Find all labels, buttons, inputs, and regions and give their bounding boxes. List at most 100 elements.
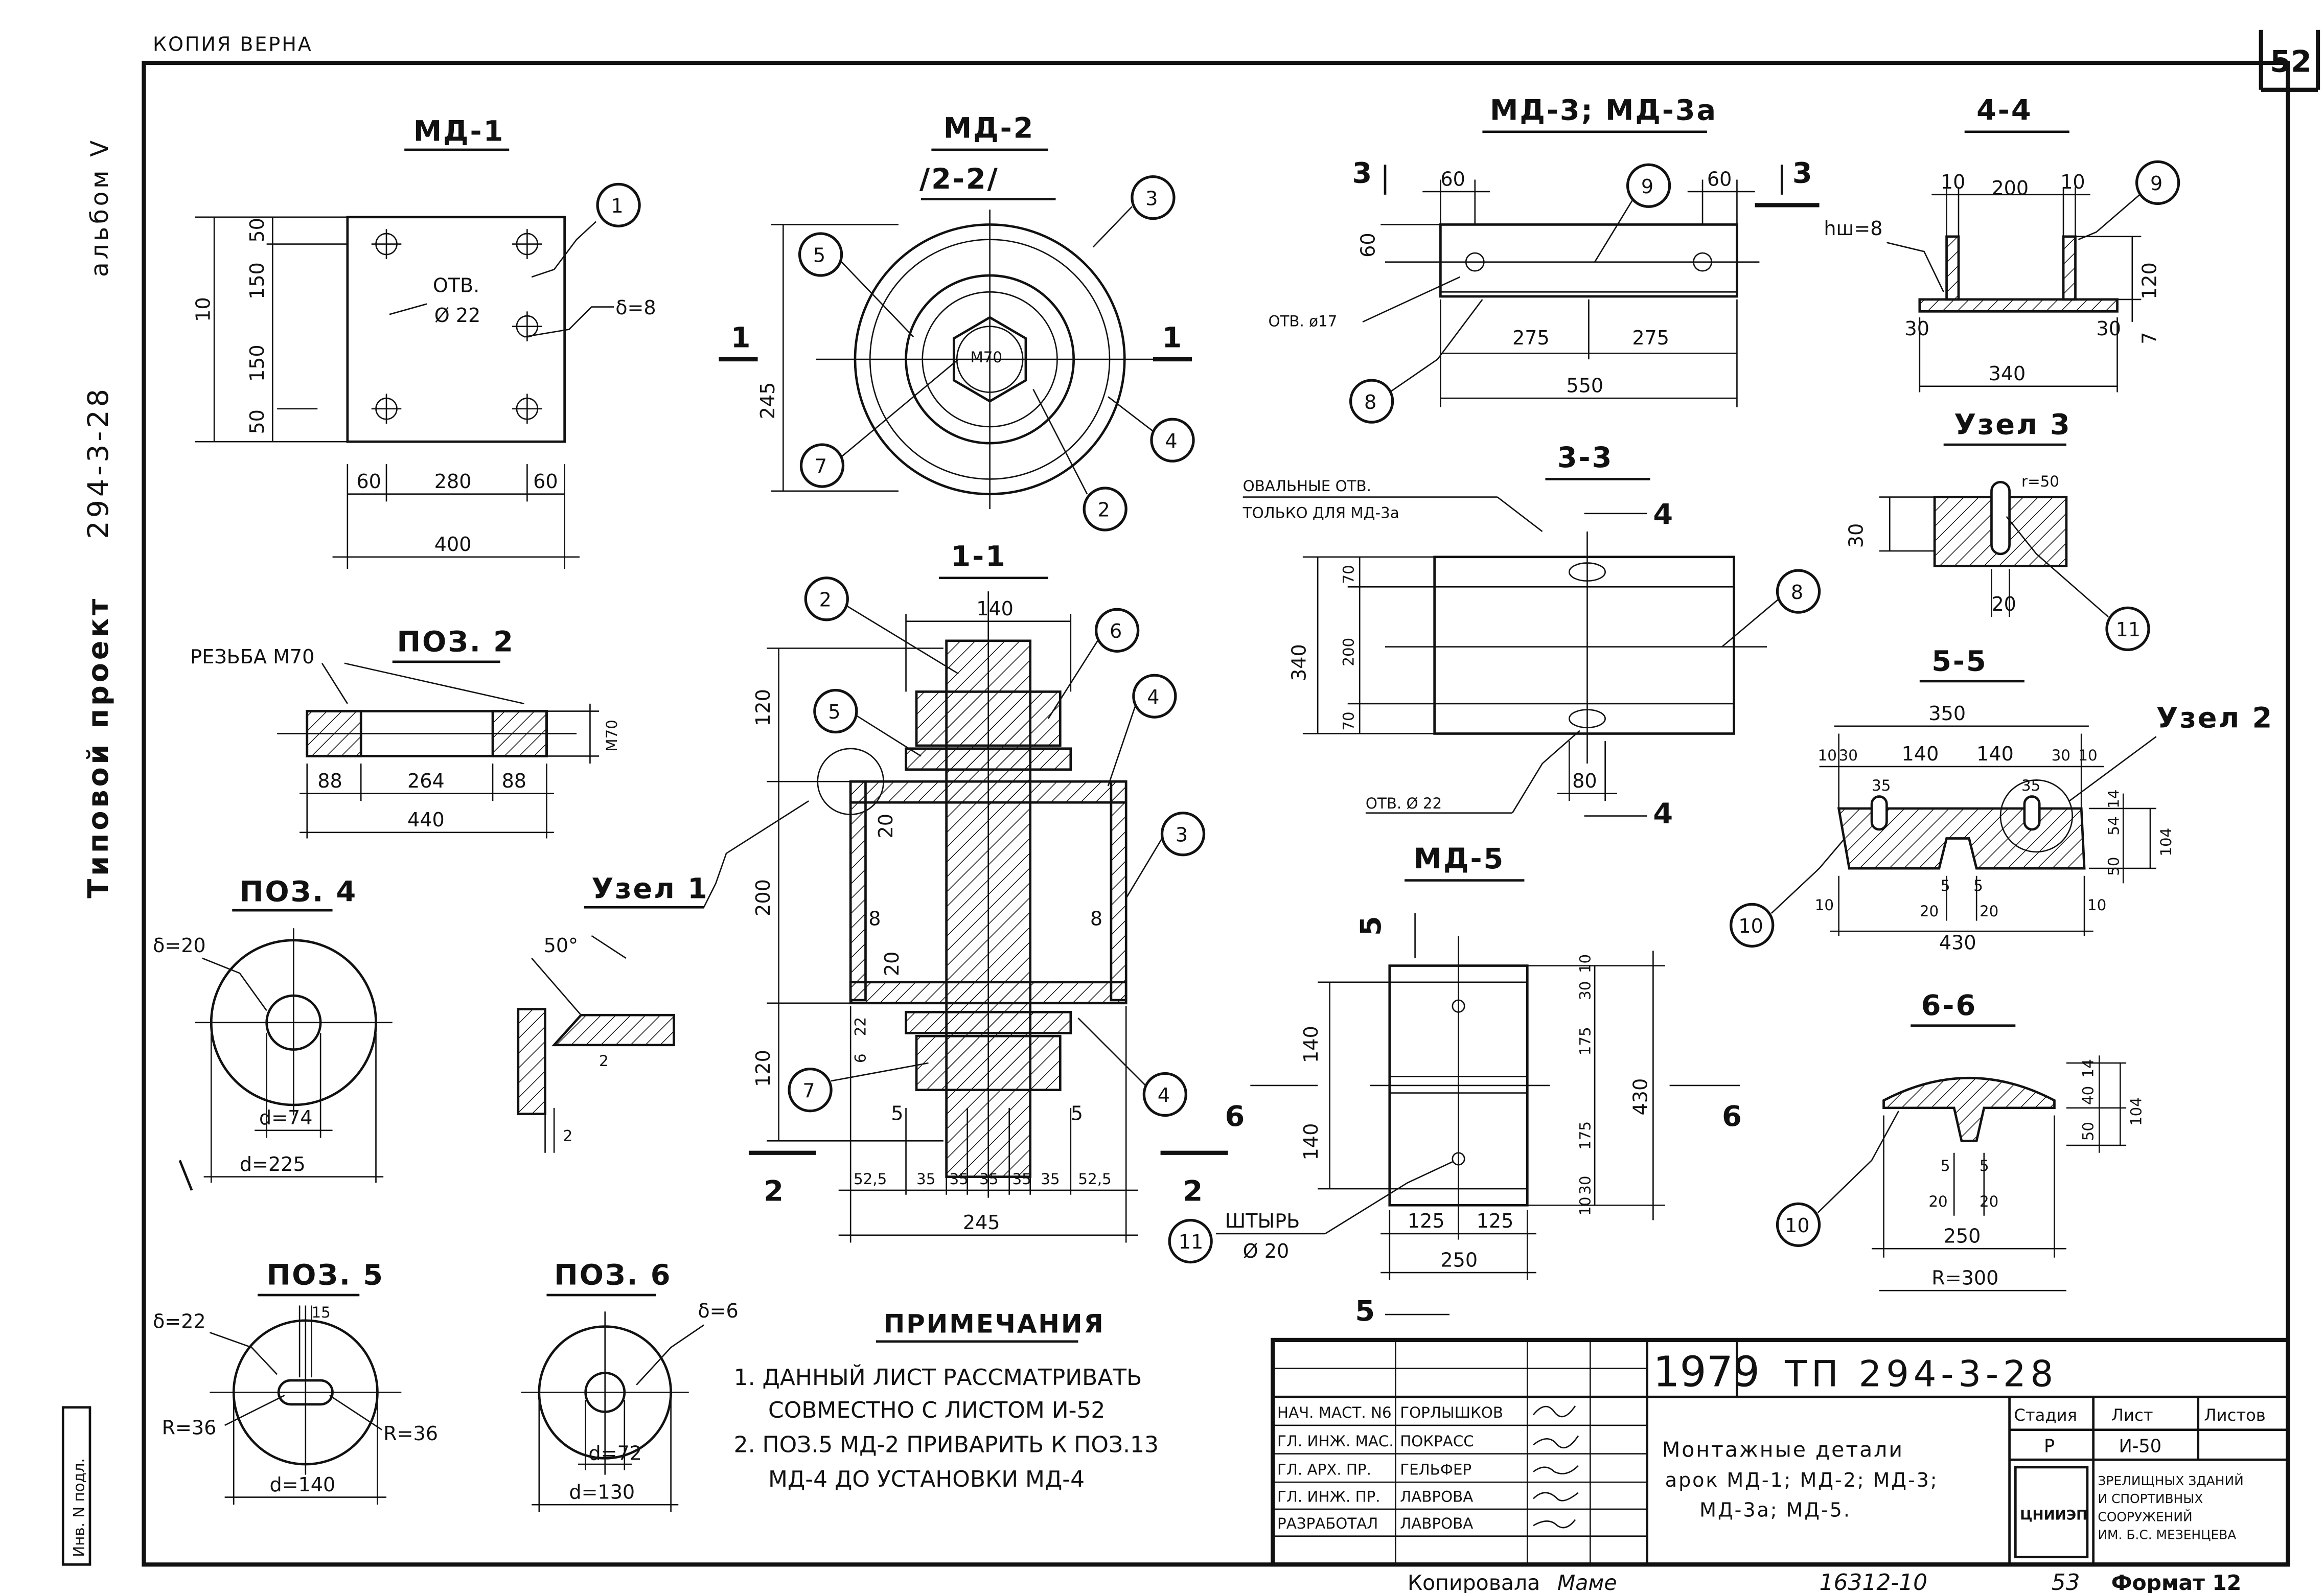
tb-org-abbr: ЦНИИЭП [2020, 1508, 2087, 1523]
md5-d175a: 175 [1576, 1027, 1594, 1055]
uzel3-title: Узел 3 [1954, 408, 2071, 442]
pos2-thread: РЕЗЬБА M70 [190, 645, 314, 668]
tb-name-1: ГОРЛЫШКОВ [1400, 1404, 1503, 1421]
s44-d340: 340 [1989, 362, 2026, 385]
s11-d5a: 5 [891, 1102, 903, 1124]
s33-d200: 200 [1340, 638, 1357, 666]
s55-d140a: 140 [1902, 743, 1939, 765]
tb-signatures [1532, 1405, 1579, 1529]
s11-title: 1-1 [951, 540, 1006, 573]
pos5-r-right: R=36 [383, 1422, 438, 1445]
view-pos-2: ПОЗ. 2 РЕЗЬБА M70 M70 88 264 88 440 [190, 625, 620, 839]
s11-callout-3: 3 [1176, 823, 1188, 846]
s55-node: Узел 2 [2156, 702, 2273, 735]
s11-d20a: 20 [875, 814, 897, 838]
s11-sec-right: 2 [1183, 1174, 1205, 1208]
md1-callout: 1 [611, 195, 623, 217]
md2-callout-2: 2 [1098, 499, 1110, 521]
pos6-d-in: d=72 [588, 1442, 642, 1464]
md2-d245: 245 [756, 382, 779, 420]
s11-callout-4a: 4 [1147, 686, 1159, 708]
s11-d22: 22 [852, 1017, 869, 1036]
md5-pin: ШТЫРЬ [1225, 1210, 1300, 1232]
s55-d35b: 35 [2021, 777, 2040, 794]
s33-callout: 8 [1791, 581, 1803, 604]
tb-role-2: ГЛ. ИНЖ. МАС. [1277, 1433, 1394, 1450]
pos2-title: ПОЗ. 2 [397, 625, 515, 658]
md5-d430: 430 [1629, 1078, 1652, 1116]
s55-d30a: 30 [1839, 747, 1858, 764]
side-project: Типовой проект [82, 596, 115, 898]
md1-d400: 400 [434, 533, 472, 556]
s11-d120a: 120 [752, 689, 774, 726]
s11-bottom-7: 52,5 [1078, 1170, 1111, 1188]
bottom-sheet: 53 [2052, 1569, 2080, 1593]
md2-callout-7: 7 [815, 455, 827, 478]
s44-weld: hш=8 [1824, 217, 1882, 240]
s11-d8a: 8 [868, 907, 881, 930]
md5-sec5-top: 5 [1354, 914, 1388, 936]
tb-name-3: ГЕЛЬФЕР [1400, 1461, 1471, 1479]
s66-d20b: 20 [1980, 1193, 1998, 1210]
pos4-thickness: δ=20 [153, 934, 206, 957]
s11-callout-4b: 4 [1158, 1084, 1170, 1106]
bottom-number: 16312-10 [1820, 1569, 1928, 1593]
s55-d50: 50 [2105, 857, 2122, 875]
s11-callout-5: 5 [828, 701, 840, 723]
md5-callout: 11 [1179, 1231, 1203, 1253]
tb-sheet-label: Лист [2111, 1405, 2153, 1425]
md3-callout-8: 8 [1364, 391, 1376, 413]
s11-bottom-6: 35 [1041, 1170, 1060, 1188]
s55-d430: 430 [1939, 931, 1976, 954]
s11-d8b: 8 [1090, 907, 1102, 930]
pos5-d-out: d=140 [270, 1473, 336, 1496]
s44-d7: 7 [2138, 332, 2161, 344]
tb-name-2: ПОКРАСС [1400, 1433, 1474, 1450]
s33-title: 3-3 [1557, 441, 1613, 474]
tb-project: ТП 294-3-28 [1784, 1353, 2058, 1395]
md5-title: МД-5 [1414, 842, 1505, 875]
page-number: 52 [2270, 44, 2312, 79]
md3-sec-right: 3 [1792, 156, 1814, 190]
s11-d6: 6 [852, 1053, 869, 1063]
s11-d200: 200 [752, 879, 774, 916]
md1-d280: 280 [434, 470, 472, 493]
side-code: 294-3-28 [82, 386, 115, 539]
title-block: 1979 ТП 294-3-28 НАЧ. МАСТ. N6 ГОРЛЫШКОВ… [1271, 1337, 2290, 1567]
s55-d20a: 20 [1920, 903, 1939, 920]
pos6-thickness: δ=6 [698, 1300, 738, 1322]
s66-d104: 104 [2127, 1097, 2145, 1126]
s11-callout-7: 7 [802, 1079, 815, 1102]
s55-d30b: 30 [2052, 747, 2070, 764]
md5-d125a: 125 [1408, 1210, 1445, 1232]
s66-d14: 14 [2080, 1059, 2097, 1078]
pos4-title: ПОЗ. 4 [240, 875, 357, 909]
md1-title: МД-1 [413, 114, 505, 148]
md2-callout-3: 3 [1145, 187, 1158, 210]
tb-name-5: ЛАВРОВА [1400, 1515, 1473, 1532]
view-section-5-5: 5-5 Узел 2 350 10 30 140 140 30 10 35 35… [1730, 644, 2273, 954]
s66-r300: R=300 [1931, 1267, 1998, 1289]
copied-by: Копировала [1408, 1571, 1540, 1593]
view-pos-6: ПОЗ. 6 δ=6 d=72 d=130 [521, 1259, 739, 1512]
s55-d10c: 10 [1815, 896, 1834, 914]
md2-callout-5: 5 [813, 244, 825, 267]
tb-org2: И СПОРТИВНЫХ [2098, 1491, 2203, 1506]
notes-line1b: СОВМЕСТНО С ЛИСТОМ И-52 [768, 1397, 1105, 1423]
md3-hole: ОТВ. ø17 [1268, 313, 1337, 330]
md5-d30a: 30 [1576, 981, 1594, 1000]
md1-d50a: 50 [246, 218, 268, 242]
md5-d140b: 140 [1300, 1123, 1322, 1161]
pos2-m70: M70 [603, 720, 620, 752]
md5-d10b: 10 [1576, 1196, 1594, 1215]
s11-d20b: 20 [881, 952, 903, 976]
bottom-strip: Копировала Маме 16312-10 53 Формат 12 [1408, 1569, 2241, 1593]
md2-bolt: M70 [971, 349, 1003, 366]
copied-sign: Маме [1557, 1571, 1617, 1593]
md1-d10: 10 [192, 297, 214, 321]
s44-d10a: 10 [1941, 171, 1965, 193]
s44-d10b: 10 [2060, 171, 2085, 193]
s33-d70a: 70 [1340, 565, 1357, 584]
md1-d150a: 150 [246, 262, 268, 299]
